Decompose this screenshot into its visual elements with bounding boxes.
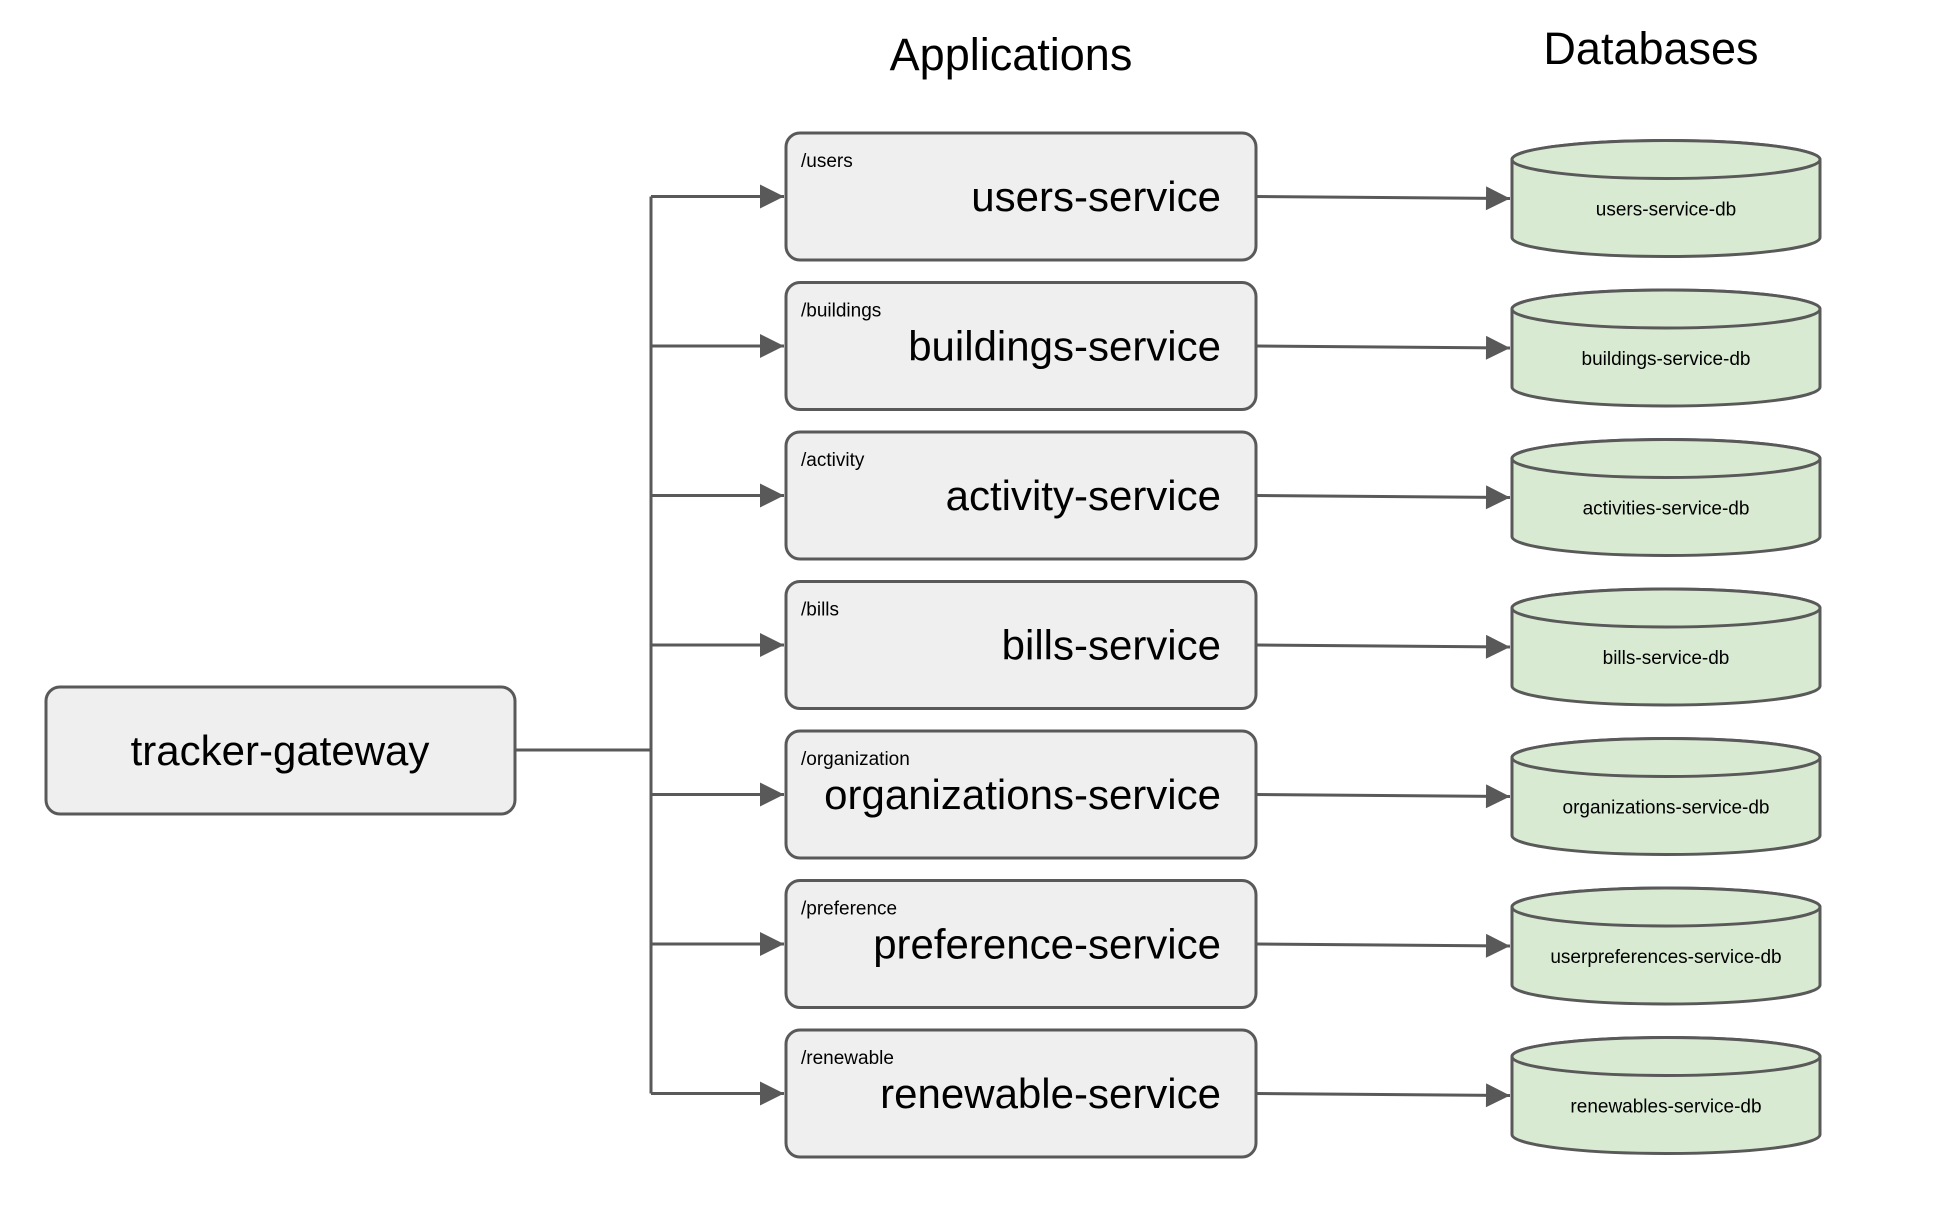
- service-node: /activity activity-service: [784, 430, 1258, 561]
- database-top: [1510, 587, 1822, 629]
- service-to-db-arrow: [1255, 784, 1511, 809]
- service-route: /bills: [801, 600, 839, 621]
- service-route: /organization: [801, 749, 910, 770]
- service-name: users-service: [971, 173, 1221, 220]
- service-to-db-arrow: [1255, 335, 1511, 360]
- database-top: [1510, 288, 1822, 330]
- service-to-db-arrow: [1255, 186, 1511, 211]
- database-top: [1510, 139, 1822, 180]
- service-name: organizations-service: [824, 771, 1221, 818]
- service-route: /activity: [801, 450, 865, 471]
- service-name: renewable-service: [880, 1070, 1221, 1117]
- database-top: [1510, 438, 1822, 479]
- database-label: bills-service-db: [1603, 648, 1730, 669]
- service-node: /users users-service: [784, 131, 1258, 262]
- service-box: [784, 281, 1258, 411]
- service-route: /preference: [801, 899, 897, 920]
- applications-heading: Applications: [890, 29, 1133, 80]
- service-name: preference-service: [873, 921, 1221, 968]
- service-node: /buildings buildings-service: [784, 281, 1258, 411]
- databases-column: users-service-db buildings-service-db acti…: [1510, 139, 1822, 1155]
- connectors: [515, 184, 1511, 1108]
- database-top: [1510, 737, 1822, 778]
- database-cylinder: activities-service-db: [1510, 438, 1822, 557]
- service-route: /renewable: [801, 1048, 894, 1069]
- service-name: activity-service: [946, 472, 1221, 519]
- services-column: /users users-service/buildings buildings-s…: [784, 131, 1258, 1159]
- service-to-db-arrow: [1255, 933, 1511, 958]
- service-route: /users: [801, 151, 853, 172]
- service-to-db-arrow: [1255, 1083, 1511, 1108]
- databases-heading: Databases: [1543, 23, 1758, 74]
- gateway-label: tracker-gateway: [131, 727, 430, 774]
- service-route: /buildings: [801, 301, 881, 322]
- service-box: [784, 1028, 1258, 1159]
- database-label: buildings-service-db: [1582, 349, 1751, 370]
- service-box: [784, 729, 1258, 860]
- database-cylinder: users-service-db: [1510, 139, 1822, 258]
- service-box: [784, 131, 1258, 262]
- database-label: users-service-db: [1596, 200, 1736, 221]
- database-top: [1510, 886, 1822, 928]
- database-label: userpreferences-service-db: [1550, 947, 1781, 968]
- database-top: [1510, 1036, 1822, 1077]
- database-label: renewables-service-db: [1570, 1097, 1761, 1118]
- database-cylinder: userpreferences-service-db: [1510, 886, 1822, 1006]
- database-cylinder: buildings-service-db: [1510, 288, 1822, 408]
- service-box: [784, 430, 1258, 561]
- service-box: [784, 879, 1258, 1009]
- service-node: /bills bills-service: [784, 580, 1258, 710]
- database-cylinder: renewables-service-db: [1510, 1036, 1822, 1155]
- service-to-db-arrow: [1255, 485, 1511, 510]
- database-label: organizations-service-db: [1563, 798, 1770, 819]
- database-cylinder: bills-service-db: [1510, 587, 1822, 707]
- database-label: activities-service-db: [1583, 499, 1750, 520]
- service-to-db-arrow: [1255, 634, 1511, 659]
- database-cylinder: organizations-service-db: [1510, 737, 1822, 856]
- service-name: bills-service: [1002, 622, 1221, 669]
- service-name: buildings-service: [908, 323, 1221, 370]
- gateway-node: tracker-gateway: [44, 685, 517, 816]
- service-box: [784, 580, 1258, 710]
